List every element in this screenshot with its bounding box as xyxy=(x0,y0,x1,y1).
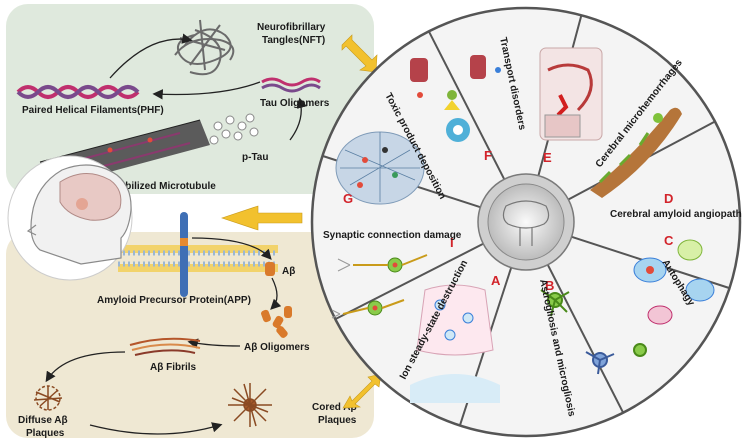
cored-plaques-label: Cored Aβ xyxy=(312,402,357,413)
amyloid-panel-background xyxy=(6,232,374,438)
microhemorrhages-illustration xyxy=(539,47,603,141)
phf-helix-icon xyxy=(16,85,140,99)
nft-tangle-icon xyxy=(174,19,235,76)
segment-letter-g: G xyxy=(343,191,353,206)
diffuse-plaques-label-line2: Plaques xyxy=(26,428,65,439)
fibril-to-diffuse-arrow xyxy=(45,351,126,383)
autophagy-illustration xyxy=(633,239,715,325)
app-to-abeta-arrow xyxy=(191,237,272,260)
glia-illustration xyxy=(540,289,647,375)
toxic-deposition-illustration xyxy=(335,131,425,205)
segment-letter-c: C xyxy=(664,233,674,248)
wheel-spoke xyxy=(334,242,484,321)
oligomer-to-fibril-arrow xyxy=(187,338,241,349)
cored-plaque-icon xyxy=(228,383,272,427)
oligomer-to-phf-arrow xyxy=(152,81,261,100)
abeta-monomer-icon xyxy=(265,262,275,276)
tau-panel: Neurofibrillary Tangles(NFT) Paired Heli… xyxy=(6,4,374,194)
phf-to-nft-arrow xyxy=(109,33,193,79)
abeta-fibrils-icon xyxy=(129,337,201,356)
tau-oligomers-icon xyxy=(261,77,321,93)
abeta-oligomers-label: Aβ Oligomers xyxy=(244,342,310,353)
abeta-label: Aβ xyxy=(282,266,295,277)
free-tubulin-icon xyxy=(209,113,259,145)
tau-oligomers-label: Tau Oligomers xyxy=(260,98,330,109)
head-profile-icon xyxy=(7,155,133,281)
segment-letter-i: I xyxy=(450,235,454,250)
diffuse-plaques-label: Diffuse Aβ xyxy=(18,415,68,426)
app-label: Amyloid Precursor Protein(APP) xyxy=(97,295,251,306)
abeta-to-oligomer-arrow xyxy=(270,277,282,310)
abeta-fibrils-label: Aβ Fibrils xyxy=(150,362,197,373)
transport-disorders-illustration xyxy=(410,55,501,142)
ptau-to-oligomer-arrow xyxy=(289,97,307,141)
segment-letter-f: F xyxy=(484,148,492,163)
phf-label: Paired Helical Filaments(PHF) xyxy=(22,105,164,116)
segment-label-d: Cerebral amyloid angiopathy xyxy=(610,209,742,220)
segment-letter-d: D xyxy=(664,191,673,206)
wheel-to-head-arrow xyxy=(221,205,303,231)
segment-letter-e: E xyxy=(543,150,552,165)
segment-letter-b: B xyxy=(545,278,554,293)
wheel-spoke xyxy=(427,30,506,180)
amyloid-panel: Aβ Amyloid Precursor Protein(APP) Aβ Oli… xyxy=(6,212,374,439)
segment-label-i: Synaptic connection damage xyxy=(323,230,462,241)
brain-section-icon xyxy=(487,183,565,261)
diffuse-plaque-icon xyxy=(33,385,63,411)
synapse-illustration xyxy=(331,254,428,319)
cored-plaques-label-line2: Plaques xyxy=(318,415,357,426)
amyloid-angiopathy-illustration xyxy=(590,107,682,198)
nft-label-line2: Tangles(NFT) xyxy=(262,35,325,46)
nft-label: Neurofibrillary xyxy=(257,22,326,33)
diffuse-to-cored-arrow xyxy=(89,422,223,435)
abeta-oligomers-icon xyxy=(261,306,292,338)
app-protein-icon xyxy=(180,212,188,297)
ion-synapse-illustration xyxy=(410,284,500,403)
segment-letter-a: A xyxy=(491,273,501,288)
microtubule-label: Destabilized Microtubule xyxy=(98,181,216,192)
cell-membrane-icon xyxy=(118,245,278,272)
p-tau-label: p-Tau xyxy=(242,152,268,163)
wheel-spoke xyxy=(546,264,625,414)
